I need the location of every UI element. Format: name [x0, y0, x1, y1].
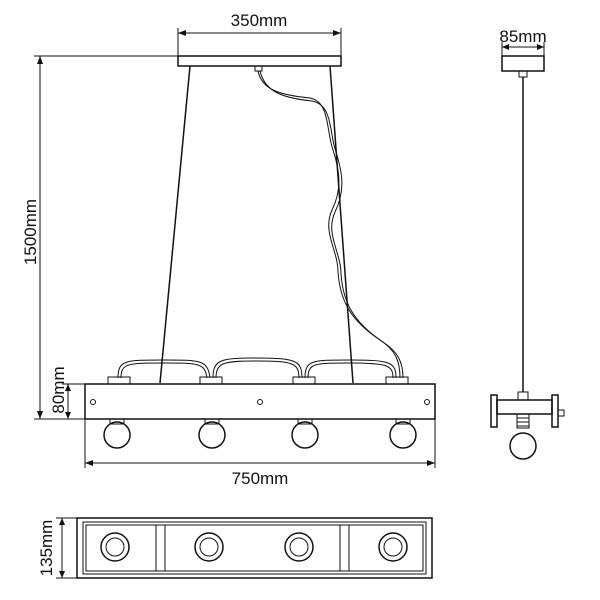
beam-length-dimension: 750mm	[84, 419, 436, 488]
junction-box	[107, 376, 131, 385]
beam-length-label: 750mm	[232, 469, 289, 488]
top-bulb	[100, 532, 130, 562]
bulb	[291, 418, 319, 449]
junction-box	[385, 376, 409, 385]
canopy-width-dimension: 350mm	[177, 11, 342, 58]
side-canopy-width-label: 85mm	[499, 27, 546, 46]
top-bulb	[194, 532, 224, 562]
wooden-beam	[84, 383, 436, 420]
total-height-dimension: 1500mm	[21, 55, 178, 419]
side-canopy-width-dimension: 85mm	[499, 27, 547, 58]
bulb	[103, 418, 131, 449]
beam-height-label: 80mm	[49, 366, 68, 413]
side-view: 85mm	[490, 27, 565, 460]
canopy	[177, 55, 342, 67]
top-view: 135mm	[37, 517, 433, 579]
junction-box	[199, 376, 223, 385]
beam-depth-label: 135mm	[37, 520, 56, 577]
canopy-width-label: 350mm	[231, 11, 288, 30]
total-height-label: 1500mm	[21, 199, 40, 265]
suspension-cable-left	[159, 65, 191, 384]
top-bulb	[378, 532, 408, 562]
top-beam-outer	[76, 517, 433, 579]
interconnect-wire	[117, 359, 211, 379]
side-bulb	[509, 432, 537, 460]
junction-box	[292, 376, 316, 385]
top-bulb	[284, 532, 314, 562]
beam-depth-dimension: 135mm	[37, 517, 77, 579]
side-canopy	[501, 55, 545, 72]
side-beam	[496, 399, 553, 415]
bulb	[198, 418, 226, 449]
bulb	[389, 418, 417, 449]
power-cord	[257, 70, 401, 379]
suspension-cable-right	[329, 65, 354, 384]
beam-height-dimension: 80mm	[34, 366, 85, 420]
front-view: 350mm	[21, 11, 436, 488]
